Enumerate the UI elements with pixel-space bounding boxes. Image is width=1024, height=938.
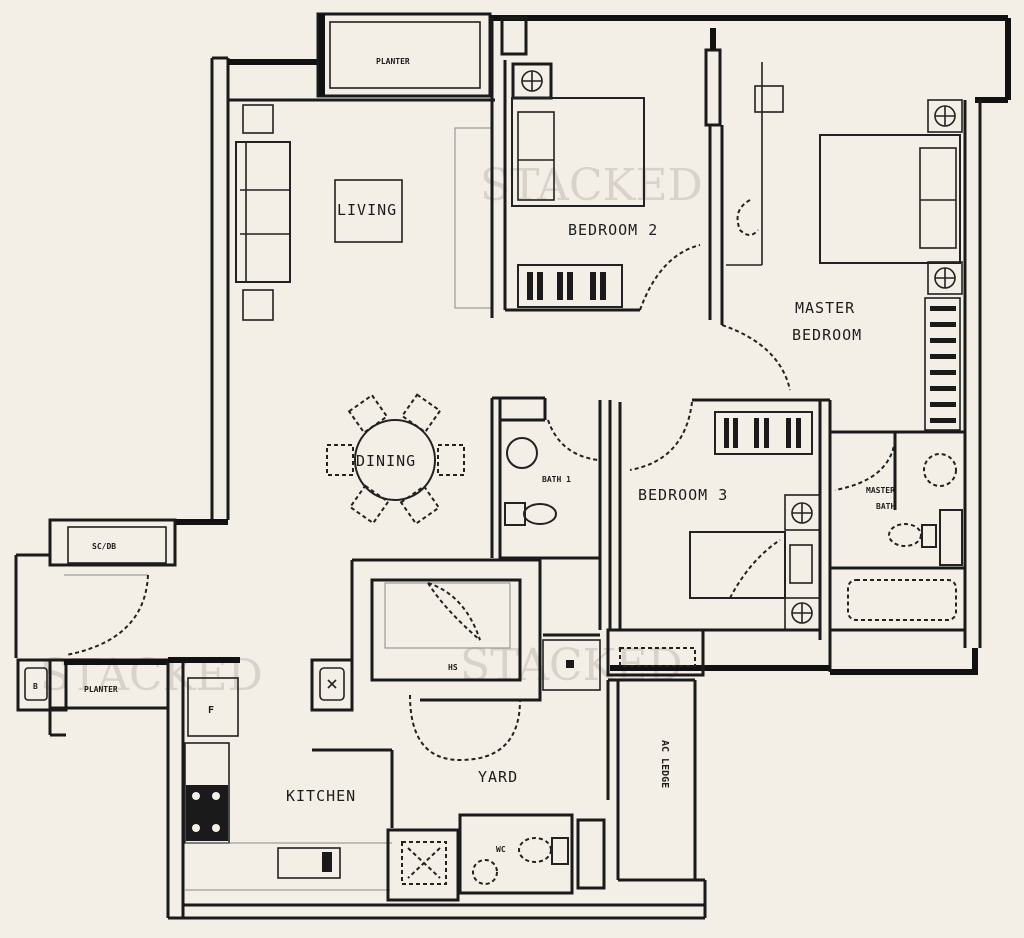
kitchen-label: KITCHEN — [286, 787, 356, 805]
master-bath: MASTER BATH — [830, 430, 965, 632]
wc-label: WC — [496, 845, 506, 854]
household-shelter: HS — [310, 558, 601, 712]
yard: YARD — [386, 680, 610, 902]
bedroom-3: BEDROOM 3 — [606, 398, 832, 677]
fridge-label: F — [208, 705, 214, 716]
bedroom-3-label: BEDROOM 3 — [638, 486, 728, 504]
dining-table: DINING — [326, 393, 465, 526]
wc: WC — [458, 813, 606, 895]
svg-text:STACKED: STACKED — [480, 160, 703, 211]
yard-label: YARD — [478, 768, 518, 786]
master-bath-label-2: BATH — [876, 502, 895, 511]
living-label: LIVING — [337, 201, 397, 219]
master-bath-label-1: MASTER — [866, 486, 895, 495]
bedroom-2: BEDROOM 2 — [490, 16, 724, 325]
bedroom-2-label: BEDROOM 2 — [568, 221, 658, 239]
master-bedroom-label-2: BEDROOM — [792, 326, 862, 344]
bath-1-label: BATH 1 — [542, 475, 571, 484]
kitchen: F KITCHEN — [184, 677, 394, 891]
bath-1: BATH 1 — [490, 396, 612, 630]
main-door — [64, 574, 149, 656]
exterior-walls: SC/DB B PLANTER AC LEDGE — [14, 12, 1011, 920]
master-bedroom: MASTER BEDROOM — [721, 62, 963, 431]
bin-label: B — [33, 682, 38, 691]
ac-ledge-label: AC LEDGE — [659, 740, 670, 788]
dining-label: DINING — [356, 452, 416, 470]
master-bedroom-label-1: MASTER — [795, 299, 855, 317]
planter-bottom-label: PLANTER — [84, 685, 118, 694]
sc-db-label: SC/DB — [92, 542, 116, 551]
hs-label: HS — [448, 663, 458, 672]
planter-top-label: PLANTER — [376, 57, 410, 66]
living-room: LIVING — [235, 104, 494, 321]
